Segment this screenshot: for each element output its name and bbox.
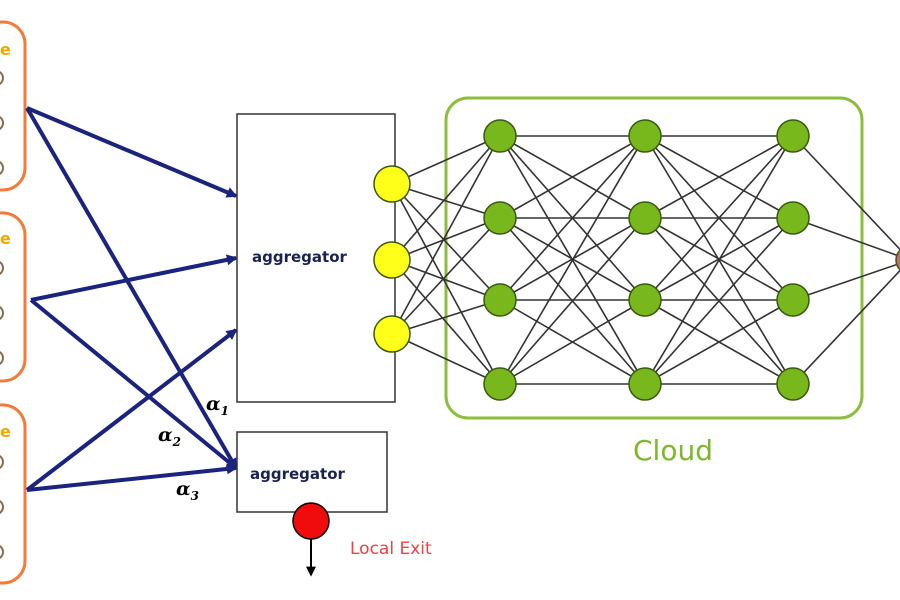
network-nodes — [373, 119, 900, 401]
input-node — [373, 165, 411, 203]
network-edge — [644, 135, 794, 385]
device-label-1: e — [0, 40, 11, 59]
network-edge — [391, 217, 501, 335]
arrow-device2-to-cloud-aggregator — [30, 254, 238, 302]
hidden-node-layer3 — [776, 119, 810, 153]
network-edge — [391, 183, 501, 219]
network-edge — [644, 135, 794, 219]
device-sensor-dot — [0, 261, 4, 275]
device-sensor-dot — [0, 455, 4, 469]
cloud-aggregator-box — [236, 113, 396, 403]
device-sensor-dot — [0, 306, 4, 320]
network-edge — [391, 259, 501, 301]
device-label-3: e — [0, 422, 11, 441]
network-edge — [391, 135, 501, 185]
device-to-aggregator-arrows — [25, 106, 238, 492]
network-edge — [391, 299, 501, 335]
network-edge — [499, 135, 646, 219]
device-frame-2 — [0, 211, 27, 383]
network-edge — [792, 135, 900, 251]
device-box-2: e — [0, 211, 27, 383]
hidden-node-layer2 — [628, 201, 662, 235]
hidden-node-layer2 — [628, 283, 662, 317]
network-edge — [792, 217, 900, 258]
network-edge — [391, 135, 501, 335]
input-node — [373, 315, 411, 353]
network-edge — [499, 135, 646, 301]
weight-alpha-3: α3 — [176, 478, 199, 503]
network-edges — [391, 135, 900, 385]
network-edge — [644, 217, 794, 385]
network-edge — [391, 135, 501, 261]
cloud-container — [444, 96, 864, 420]
local-exit-node — [292, 502, 330, 540]
network-edge — [792, 269, 900, 385]
hidden-node-layer1 — [483, 119, 517, 153]
hidden-node-layer2 — [628, 119, 662, 153]
network-edge — [391, 217, 501, 261]
hidden-node-layer2 — [628, 367, 662, 401]
network-edge — [391, 333, 501, 385]
arrow-device2-to-local-aggregator — [29, 298, 238, 470]
weight-alpha-2: α2 — [158, 424, 181, 449]
device-frame-3 — [0, 403, 27, 585]
device-frame-1 — [0, 20, 27, 192]
hidden-node-layer1 — [483, 367, 517, 401]
device-box-1: e — [0, 20, 27, 192]
device-sensor-dot — [0, 500, 4, 514]
hidden-node-layer3 — [776, 283, 810, 317]
network-edge — [792, 262, 900, 301]
device-sensor-dot — [0, 161, 4, 175]
arrow-device3-to-cloud-aggregator — [25, 328, 238, 492]
device-box-3: e — [0, 403, 27, 585]
arrow-device1-to-cloud-aggregator — [26, 106, 238, 198]
network-edge — [499, 217, 646, 385]
network-edge — [391, 259, 501, 385]
hidden-node-layer1 — [483, 201, 517, 235]
local-aggregator-box — [236, 431, 388, 513]
network-edge — [644, 135, 794, 301]
arrow-device1-to-local-aggregator — [25, 106, 238, 470]
device-sensor-dot — [0, 116, 4, 130]
cloud-label: Cloud — [633, 434, 713, 467]
cloud-aggregator-label: aggregator — [252, 248, 348, 266]
network-edge — [391, 183, 501, 301]
hidden-node-layer3 — [776, 367, 810, 401]
device-label-2: e — [0, 229, 11, 248]
local-aggregator-label: aggregator — [250, 465, 346, 483]
hidden-node-layer1 — [483, 283, 517, 317]
output-node — [895, 249, 900, 271]
device-sensor-dot — [0, 545, 4, 559]
arrow-device3-to-local-aggregator — [26, 463, 238, 492]
local-exit-label: Local Exit — [350, 539, 432, 559]
network-edge — [644, 299, 794, 385]
device-sensor-dot — [0, 71, 4, 85]
weight-alpha-1: α1 — [206, 393, 229, 418]
device-sensor-dot — [0, 351, 4, 365]
network-edge — [499, 299, 646, 385]
input-node — [373, 241, 411, 279]
network-edge — [499, 135, 646, 385]
hidden-node-layer3 — [776, 201, 810, 235]
network-edge — [391, 183, 501, 385]
